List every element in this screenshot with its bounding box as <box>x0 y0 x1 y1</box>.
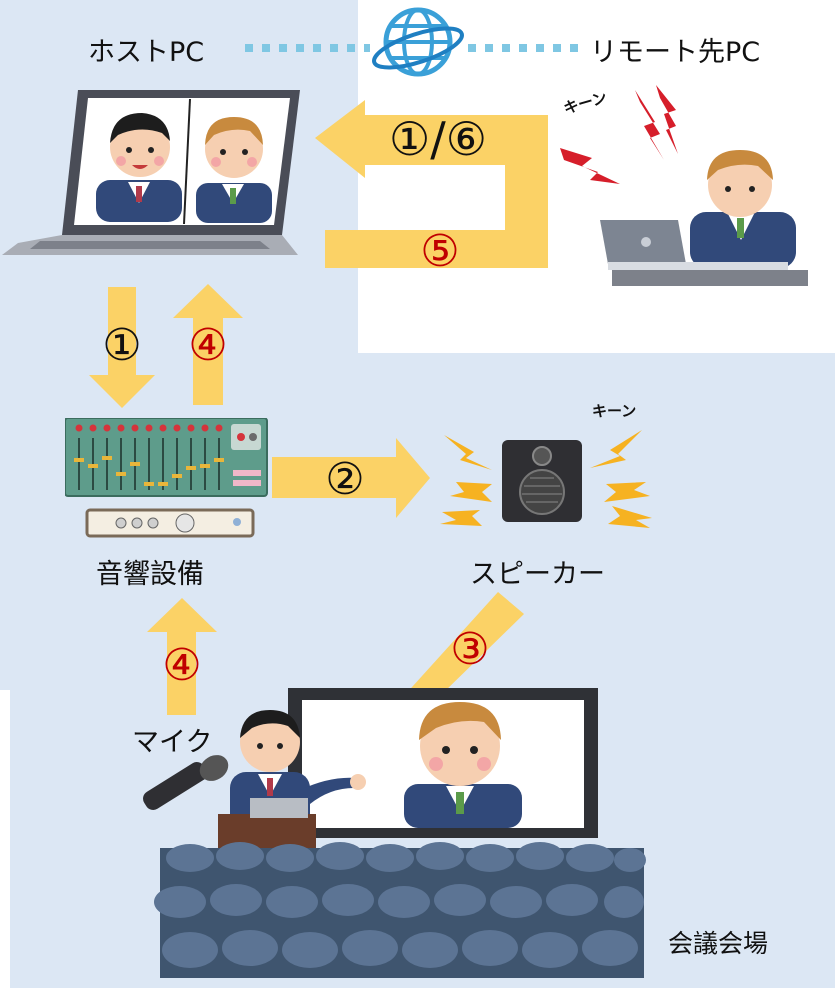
arrow-host-to-mixer <box>89 287 155 408</box>
howl-lightning-red <box>560 85 678 184</box>
speaker-label: スピーカー <box>470 559 605 590</box>
speaker <box>440 430 652 528</box>
projection-screen <box>288 688 598 838</box>
step-label-mixer-to-host: ④ <box>188 320 227 371</box>
venue-scene <box>143 688 646 978</box>
remote-person-thumbnail <box>196 117 272 223</box>
network-link <box>245 7 585 77</box>
host-laptop <box>2 90 300 255</box>
step-label-host-to-mixer: ① <box>102 320 141 371</box>
arrow-mixer-to-host <box>173 284 243 405</box>
venue-label: 会議会場 <box>668 929 769 958</box>
arrow-remote-to-host <box>315 100 548 178</box>
host-pc-label: ホストPC <box>88 37 205 68</box>
remote-laptop-icon <box>600 220 788 270</box>
remote-pc-label: リモート先PC <box>590 37 761 68</box>
audience <box>154 842 646 978</box>
remote-pc-user <box>560 85 808 286</box>
arrow-host-to-remote <box>325 165 548 268</box>
arrow-mixer-to-speaker <box>272 438 430 518</box>
speaker-woofer <box>519 469 565 515</box>
microphone-icon <box>143 755 229 811</box>
mixer-faders <box>78 438 220 490</box>
amplifier-unit <box>85 508 255 538</box>
step-label-speaker-to-mic: ③ <box>450 624 489 675</box>
host-person-avatar <box>96 113 182 222</box>
speaker-tweeter <box>532 446 552 466</box>
speaker-sound-waves <box>440 430 652 528</box>
audio-mixer <box>65 418 268 538</box>
step-label-mic-to-mixer: ④ <box>162 640 201 691</box>
step-label-mixer-to-speaker: ② <box>325 454 364 505</box>
audio-equipment-label: 音響設備 <box>96 559 204 590</box>
mixer-fader-caps <box>74 456 224 486</box>
step-label-host-remote: ①/⑥ <box>389 112 487 166</box>
howl-text-speaker: キーン <box>592 402 637 420</box>
bottom-left-white <box>0 690 10 988</box>
mixer-knobs <box>75 424 223 432</box>
arrow-mic-to-mixer <box>147 598 217 715</box>
mic-label: マイク <box>132 727 213 758</box>
host-remote-flow: ①/⑥ ⑤ <box>315 100 548 277</box>
step-label-remote-return: ⑤ <box>420 226 459 277</box>
remote-user-avatar <box>690 150 796 268</box>
globe-icon <box>372 7 464 77</box>
screen-remote-person <box>404 702 522 828</box>
